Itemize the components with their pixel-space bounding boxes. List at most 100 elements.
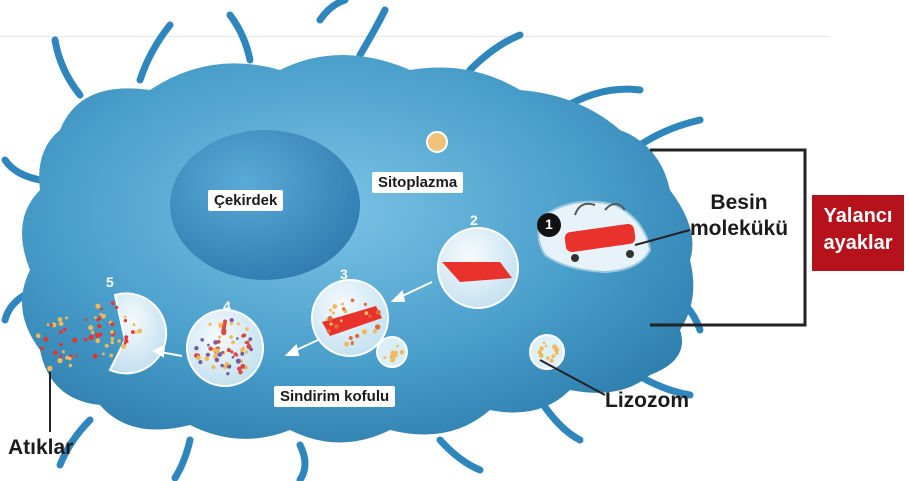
particle [93, 354, 98, 359]
particle [124, 319, 127, 322]
particle [84, 338, 87, 341]
particle [110, 322, 114, 326]
particle [95, 333, 100, 338]
particle [62, 350, 65, 353]
particle [50, 324, 53, 327]
particle [59, 321, 64, 326]
particle [58, 317, 63, 322]
particle [36, 334, 41, 339]
step-label-4: 4 [223, 298, 231, 314]
particle [552, 344, 557, 349]
particle [341, 303, 344, 306]
particle [111, 337, 115, 341]
particle [110, 330, 114, 334]
particle [59, 330, 63, 334]
particle [198, 360, 202, 364]
particle [101, 314, 106, 319]
particle [115, 306, 118, 309]
particle [215, 348, 220, 353]
particle [117, 339, 121, 343]
food-molecule-label-line1: Besin [690, 190, 788, 216]
step-label-1: 1 [545, 216, 553, 232]
particle [539, 346, 543, 350]
particle [111, 301, 115, 305]
pseudopod-label: Yalancı ayaklar [812, 195, 904, 271]
particle [550, 359, 554, 363]
particle [221, 351, 224, 354]
particle [131, 330, 135, 334]
particle [109, 354, 113, 358]
particle [229, 335, 233, 339]
particle [243, 333, 247, 337]
particle [65, 316, 68, 319]
particle [53, 350, 58, 355]
particle [102, 353, 105, 356]
particle [227, 365, 230, 368]
particle [232, 356, 235, 359]
particle [246, 341, 250, 345]
particle [230, 350, 233, 353]
cytoplasm-label: Sitoplazma [372, 172, 463, 193]
particle [207, 344, 210, 347]
particle [200, 338, 204, 342]
particle [40, 347, 44, 351]
particle [394, 353, 398, 357]
step-label-2: 2 [470, 212, 478, 228]
particle [344, 342, 349, 347]
particle [85, 319, 88, 322]
particle [59, 343, 62, 346]
particle [223, 320, 227, 324]
particle [47, 323, 50, 326]
particle [248, 337, 252, 341]
particle [245, 327, 249, 331]
particle [72, 338, 77, 343]
particle [89, 335, 94, 340]
particle [97, 324, 101, 328]
step-label-3: 3 [340, 266, 348, 282]
particle [396, 345, 399, 348]
pseudopod-label-line2: ayaklar [812, 230, 904, 257]
particle [374, 330, 377, 333]
particle [245, 350, 248, 353]
particle [238, 370, 242, 374]
particle [368, 315, 371, 318]
food-molecule-label-line2: molekükü [690, 216, 788, 242]
particle [220, 364, 223, 367]
particle [137, 329, 142, 334]
particle [105, 344, 109, 348]
particle [332, 304, 337, 309]
particle [236, 359, 241, 364]
particle [218, 335, 221, 338]
particle [44, 337, 49, 342]
particle [327, 329, 331, 333]
particle [59, 355, 62, 358]
particle [88, 325, 93, 330]
particle [230, 322, 233, 325]
particle [206, 353, 210, 357]
particle [545, 345, 548, 348]
particle [47, 366, 52, 371]
particle [208, 347, 212, 351]
particle [194, 346, 198, 350]
particle [392, 351, 395, 354]
waste-label: Atıklar [8, 435, 73, 461]
particle [391, 357, 395, 361]
pseudopod-label-line1: Yalancı [812, 203, 904, 230]
particle [340, 319, 343, 322]
particle [539, 353, 544, 358]
particle [211, 365, 215, 369]
particle [100, 308, 103, 311]
particle [65, 356, 69, 360]
particle [376, 310, 381, 315]
particle [231, 340, 235, 344]
particle [329, 322, 332, 325]
particle [342, 307, 345, 310]
particle [95, 338, 100, 343]
particle [134, 331, 137, 334]
particle [351, 299, 355, 303]
particle [209, 323, 212, 326]
particle [124, 335, 128, 339]
particle [552, 355, 555, 358]
particle [94, 316, 97, 319]
